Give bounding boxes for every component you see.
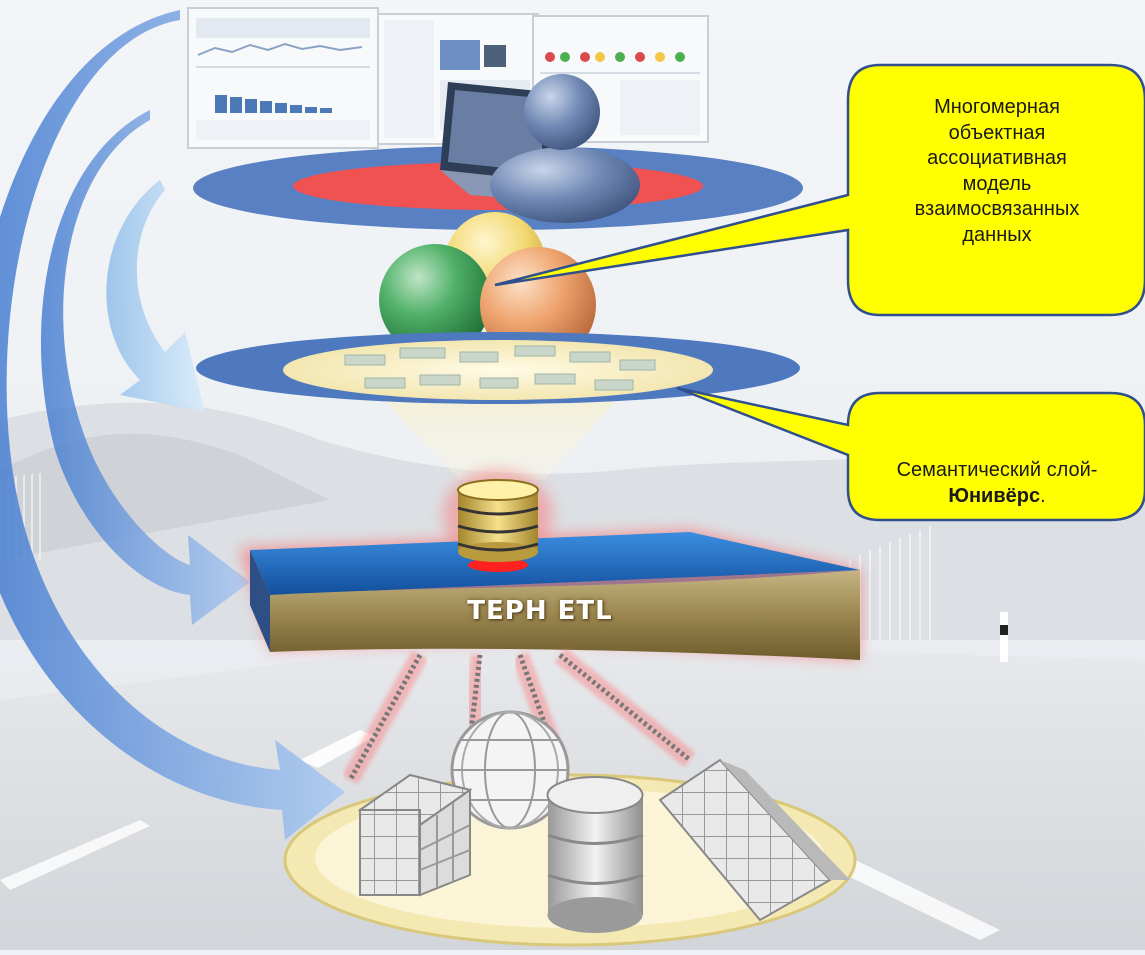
cube-icon [357,773,473,897]
spheres-model [379,212,596,363]
road-post-band [1000,625,1008,635]
globe-icon [450,710,570,830]
callout-semantic-line: Семантический слой- [896,459,1098,481]
callout-model-line: Многомерная [934,96,1060,118]
road-post [1000,612,1008,662]
callout-model-line: модель [962,172,1032,195]
sphere-green [379,244,491,356]
callout-model-line: взаимосвязанных [914,198,1080,221]
semantic-layer-platter [196,332,800,404]
etl-label: TEPH ETL [467,596,613,626]
callout-semantic-line2: Юнивёрс. [852,484,1142,510]
user-icon [490,74,640,223]
road-marking [300,730,375,768]
funnel-glow [370,385,630,480]
etl-band [250,532,860,660]
callout-semantic-text: Семантический слой- Юнивёрс. [852,458,1142,509]
callout-model-text: Многомерная объектная ассоциативная моде… [852,95,1142,249]
callout-model [494,63,1145,317]
cylinder-database-icon [546,776,644,933]
arrow-to-semantic [106,180,205,412]
road-marking [0,820,150,890]
callout-semantic [676,386,1145,522]
database-icon [457,479,539,562]
callout-model-line: объектная [948,121,1046,144]
grid-plane-icon [658,758,850,922]
callout-model-line: ассоциативная [927,147,1067,170]
callout-model-line: данных [962,223,1032,246]
callout-semantic-period: . [1040,484,1046,507]
feedback-arrows [0,10,345,840]
arrow-to-etl [40,110,251,625]
callout-semantic-bold: Юнивёрс [948,484,1041,507]
